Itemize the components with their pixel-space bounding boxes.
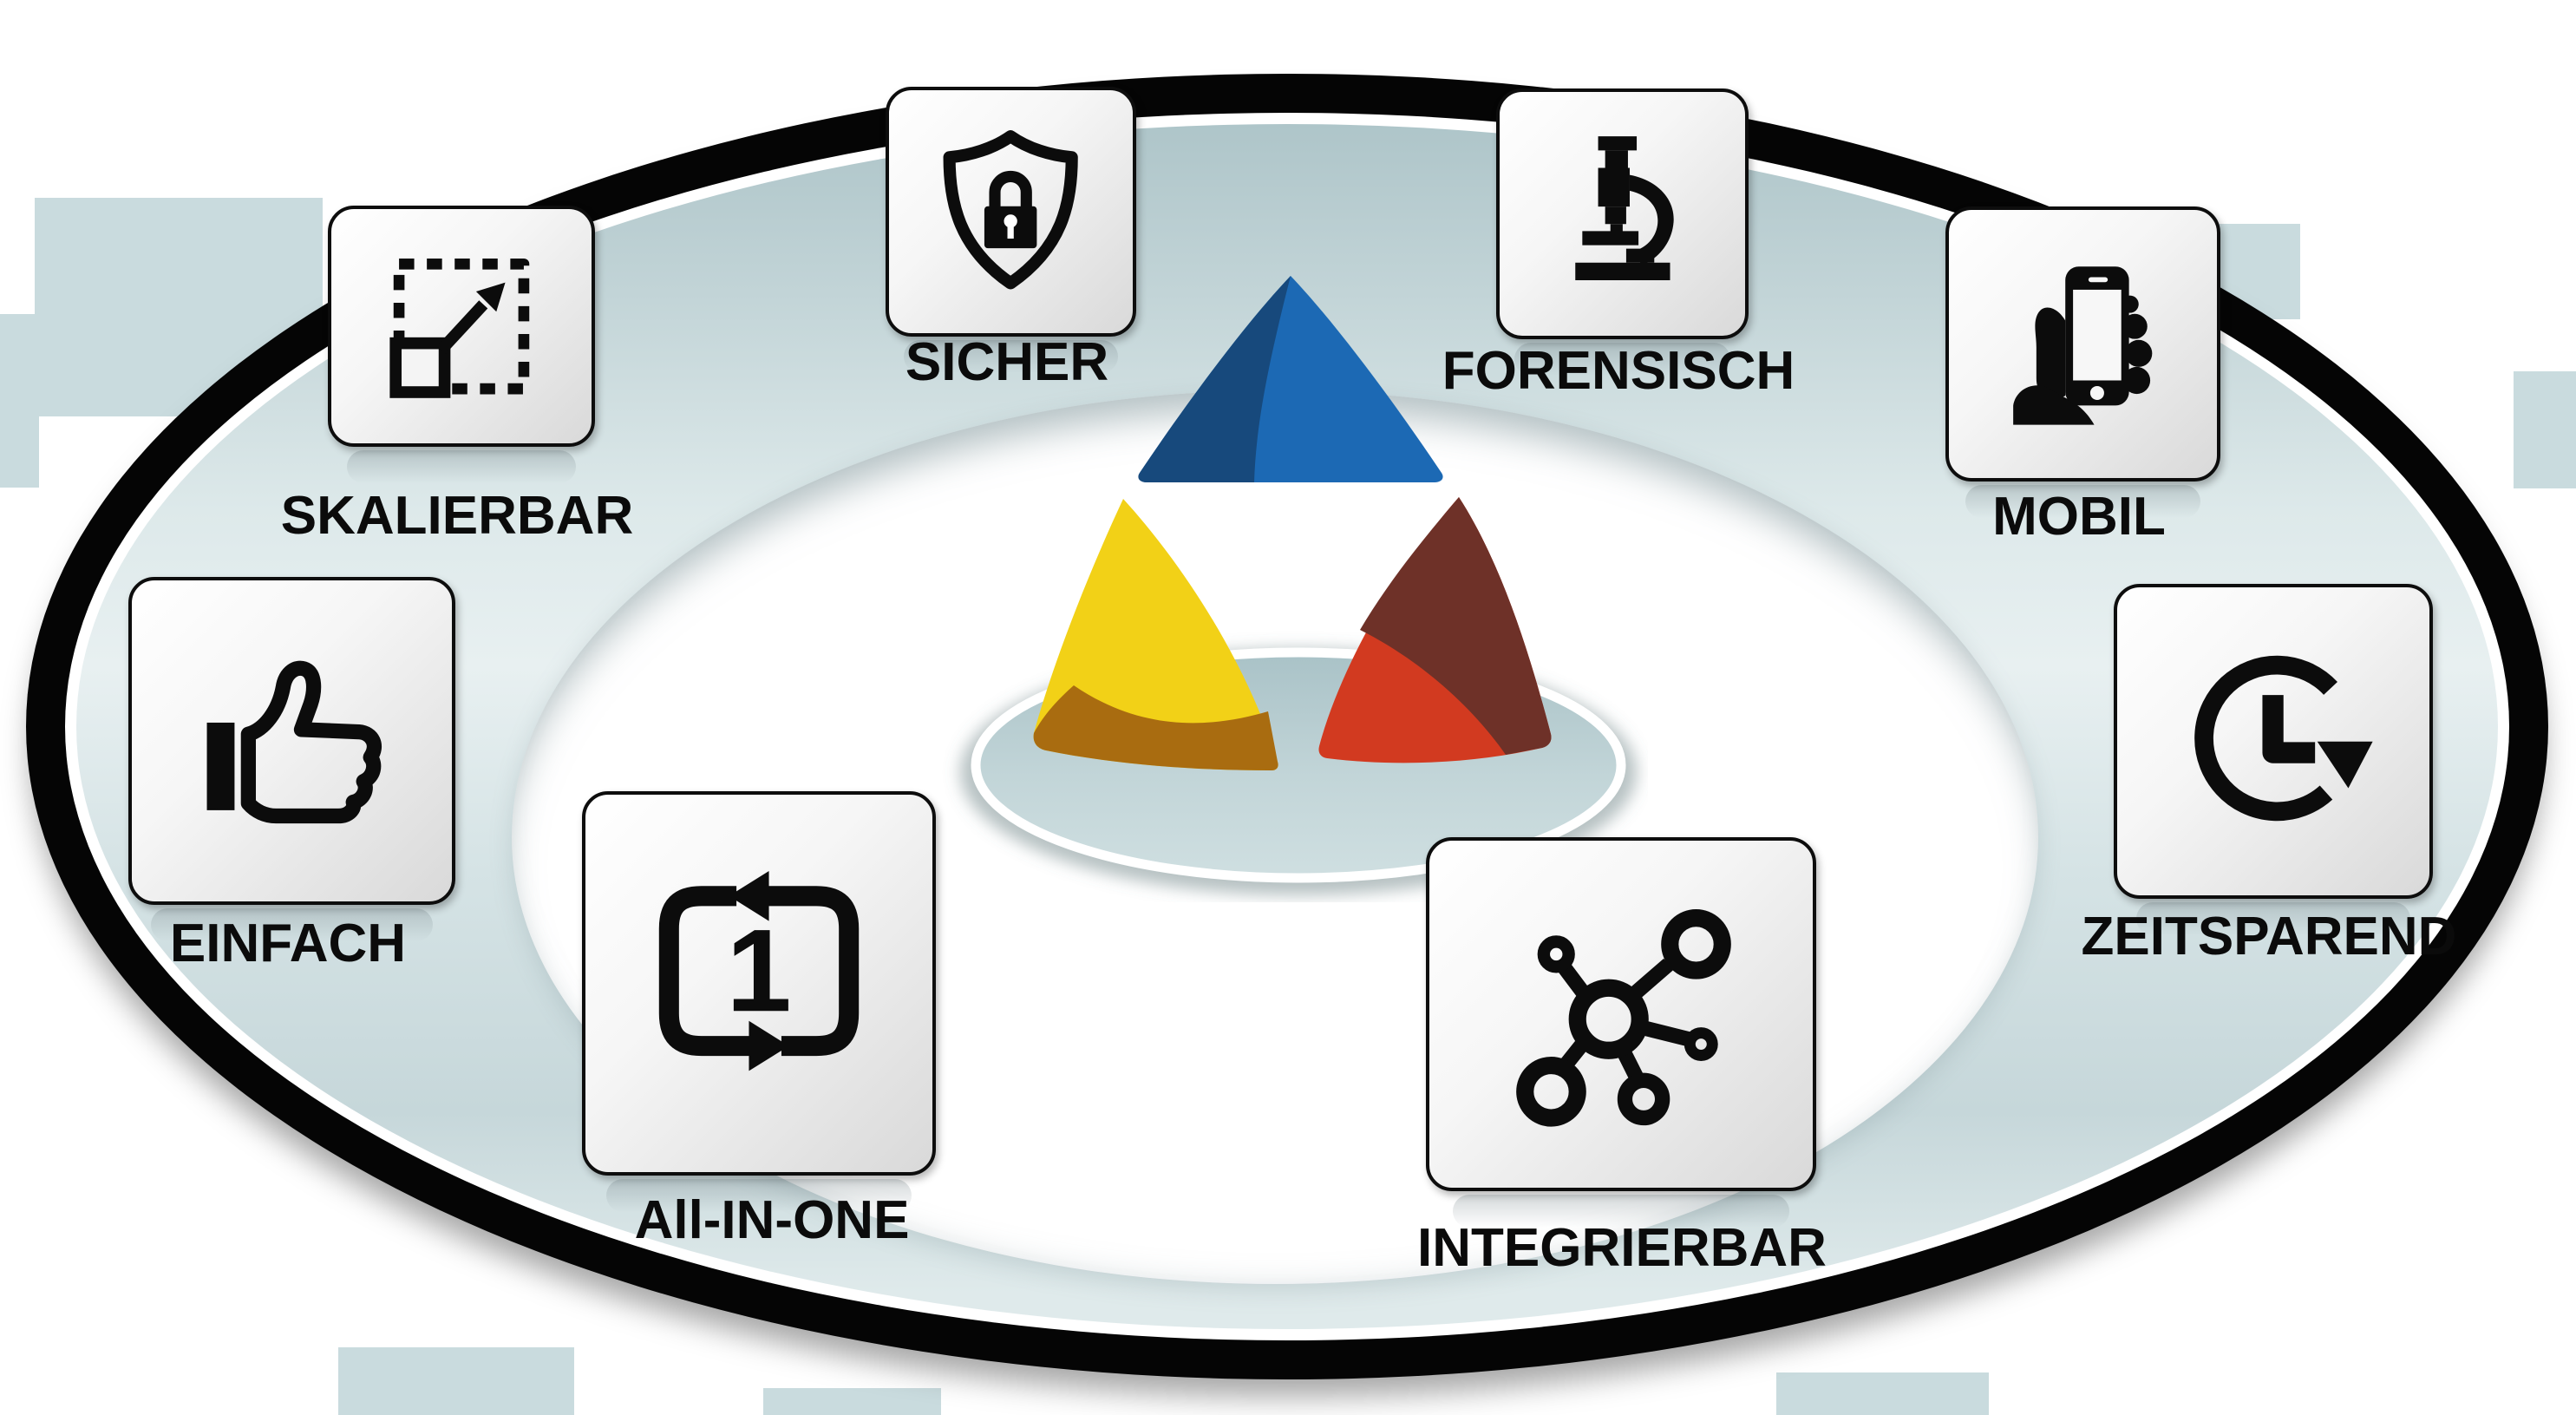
feature-card-zeitsparend	[2114, 584, 2433, 935]
thumbs-up-icon	[206, 660, 382, 823]
feature-card-mobil	[1945, 206, 2220, 518]
microscope-icon	[1574, 136, 1674, 281]
feature-card-sicher	[886, 87, 1136, 373]
scale-box-arrow-icon	[389, 258, 530, 398]
feature-label-zeitsparend: ZEITSPAREND	[2081, 907, 2457, 966]
clock-history-icon	[2194, 655, 2374, 821]
feature-card-integrierbar	[1426, 837, 1816, 1228]
background-fragment	[338, 1347, 574, 1415]
feature-label-integrierbar: INTEGRIERBAR	[1417, 1218, 1827, 1278]
feature-label-skalierbar: SKALIERBAR	[280, 486, 634, 546]
one-badge: 1	[726, 904, 791, 1036]
background-fragment	[763, 1388, 941, 1415]
triangle-logo	[960, 276, 1637, 895]
network-hub-icon	[1516, 909, 1731, 1127]
shield-lock-icon	[943, 130, 1079, 290]
background-fragment	[2514, 371, 2576, 488]
feature-label-sicher: SICHER	[905, 332, 1109, 392]
logo-triangle-red-facet	[1360, 497, 1552, 755]
logo-triangle-yellow-facet	[1033, 685, 1278, 770]
logo-triangle-blue-facet	[1138, 276, 1291, 482]
feature-card-skalierbar	[328, 206, 595, 483]
feature-label-einfach: EINFACH	[169, 914, 407, 973]
feature-label-forensisch: FORENSISCH	[1442, 341, 1795, 401]
feature-card-forensisch	[1496, 88, 1749, 376]
background-fragment	[1776, 1372, 1989, 1415]
loop-repeat-icon: 1	[658, 870, 860, 1071]
feature-label-all-in-one: All-IN-ONE	[634, 1190, 910, 1250]
hand-smartphone-icon	[2013, 266, 2153, 425]
background-fragment	[0, 314, 39, 488]
feature-card-einfach	[128, 577, 455, 941]
feature-label-mobil: MOBIL	[1992, 487, 2166, 547]
feature-card-all-in-one: 1	[582, 791, 936, 1212]
